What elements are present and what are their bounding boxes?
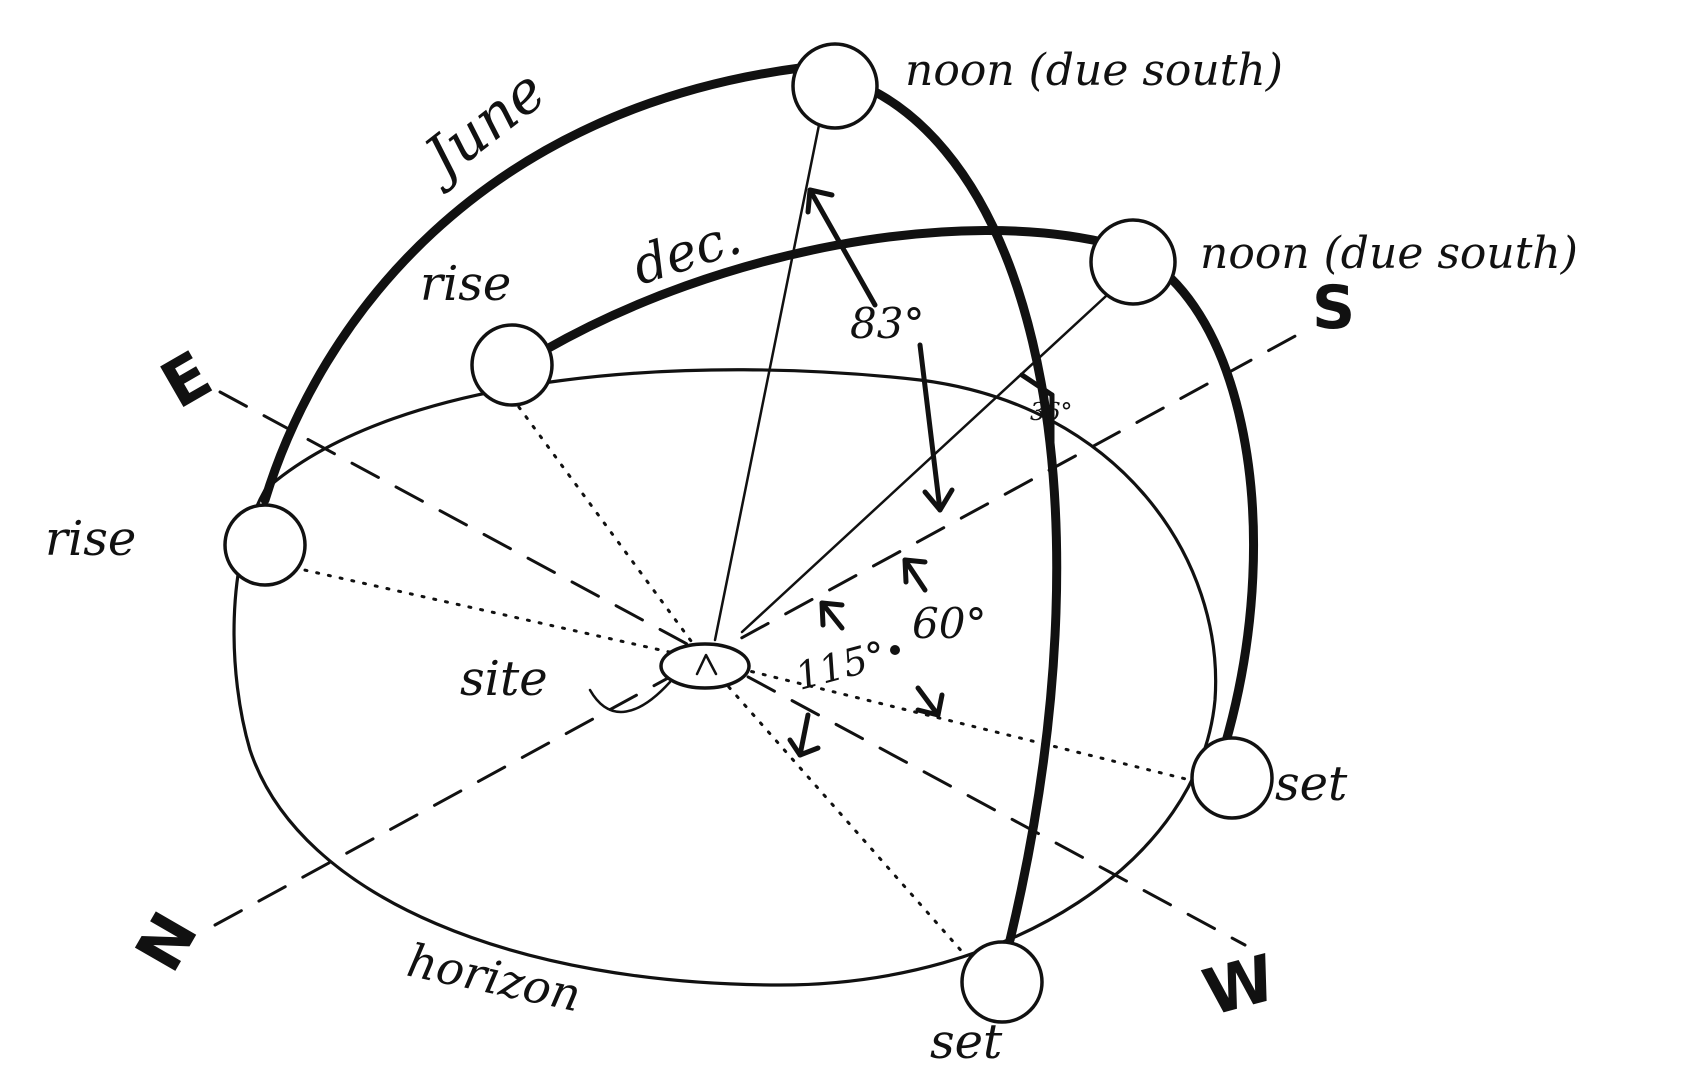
dec-noon-sightline bbox=[742, 285, 1118, 632]
angle-60-label: 60° bbox=[912, 599, 986, 648]
dec-rise-sun bbox=[472, 325, 552, 405]
june-rise-sun bbox=[225, 505, 305, 585]
direction-east: E bbox=[149, 338, 224, 424]
june-set-label: set bbox=[930, 1014, 1003, 1068]
angle-115-label: 115° bbox=[791, 633, 891, 699]
angle-36-label: 36° bbox=[1030, 398, 1073, 426]
direction-south: S bbox=[1312, 273, 1355, 343]
dec-rise-label: rise bbox=[420, 256, 511, 312]
dec-set-label: set bbox=[1275, 756, 1348, 812]
direction-north: N bbox=[122, 901, 213, 984]
direction-west: W bbox=[1196, 941, 1283, 1031]
dec-noon-label: noon (due south) bbox=[1200, 228, 1578, 279]
dec-set-sun bbox=[1192, 738, 1272, 818]
june-label: June bbox=[404, 56, 558, 197]
angle-60-dot bbox=[890, 645, 900, 655]
june-noon-label: noon (due south) bbox=[905, 45, 1283, 96]
angle-83-label: 83° bbox=[850, 299, 924, 348]
site-marker bbox=[590, 644, 749, 712]
june-rise-label: rise bbox=[45, 511, 136, 567]
june-noon-sun bbox=[793, 44, 877, 128]
june-set-sun bbox=[962, 942, 1042, 1022]
dec-noon-sun bbox=[1091, 220, 1175, 304]
site-label: site bbox=[460, 651, 548, 707]
june-noon-sightline bbox=[715, 120, 820, 640]
north-south-axis bbox=[215, 328, 1310, 925]
